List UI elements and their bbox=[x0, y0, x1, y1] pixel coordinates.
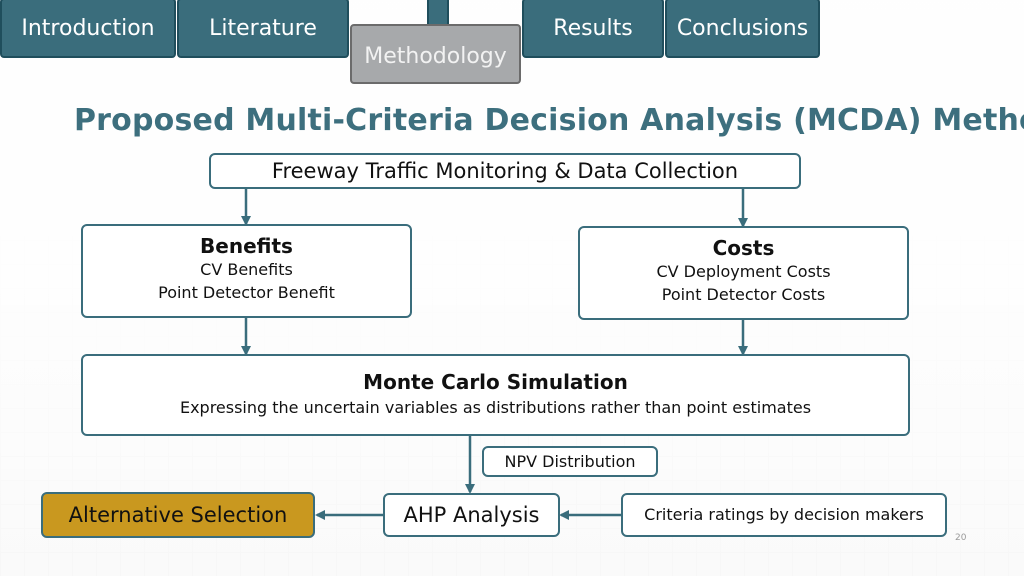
criteria-ratings-box: Criteria ratings by decision makers bbox=[621, 493, 947, 537]
monitoring-label: Freeway Traffic Monitoring & Data Collec… bbox=[271, 159, 739, 183]
benefits-line: Point Detector Benefit bbox=[158, 283, 335, 302]
ahp-analysis-box: AHP Analysis bbox=[383, 493, 560, 537]
tab-results[interactable]: Results bbox=[522, 0, 664, 58]
monitoring-box: Freeway Traffic Monitoring & Data Collec… bbox=[209, 153, 801, 189]
alternative-selection-label: Alternative Selection bbox=[68, 503, 288, 527]
tab-label: Results bbox=[553, 16, 633, 41]
benefits-line: CV Benefits bbox=[200, 260, 293, 279]
costs-line: Point Detector Costs bbox=[661, 285, 826, 304]
costs-title: Costs bbox=[712, 236, 775, 260]
tab-label: Methodology bbox=[364, 44, 507, 69]
slide-title: Proposed Multi-Criteria Decision Analysi… bbox=[74, 103, 1024, 138]
benefits-title: Benefits bbox=[200, 234, 293, 258]
costs-line: CV Deployment Costs bbox=[656, 262, 831, 281]
monte-carlo-title: Monte Carlo Simulation bbox=[363, 370, 628, 394]
alternative-selection-box: Alternative Selection bbox=[41, 492, 315, 538]
tab-introduction[interactable]: Introduction bbox=[0, 0, 176, 58]
tab-literature[interactable]: Literature bbox=[177, 0, 349, 58]
tab-methodology[interactable]: Methodology bbox=[350, 24, 521, 84]
tab-label: Conclusions bbox=[676, 16, 809, 41]
ahp-analysis-label: AHP Analysis bbox=[403, 503, 540, 527]
tab-conclusions[interactable]: Conclusions bbox=[665, 0, 820, 58]
tab-label: Literature bbox=[209, 16, 317, 41]
costs-box: Costs CV Deployment Costs Point Detector… bbox=[578, 226, 909, 320]
tab-label: Introduction bbox=[21, 16, 155, 41]
criteria-ratings-label: Criteria ratings by decision makers bbox=[644, 505, 924, 524]
page-number: 20 bbox=[955, 533, 967, 543]
npv-distribution-label: NPV Distribution bbox=[504, 452, 636, 471]
monte-carlo-box: Monte Carlo Simulation Expressing the un… bbox=[81, 354, 910, 436]
benefits-box: Benefits CV Benefits Point Detector Bene… bbox=[81, 224, 412, 318]
monte-carlo-subtitle: Expressing the uncertain variables as di… bbox=[179, 398, 812, 417]
npv-distribution-box: NPV Distribution bbox=[482, 446, 658, 477]
